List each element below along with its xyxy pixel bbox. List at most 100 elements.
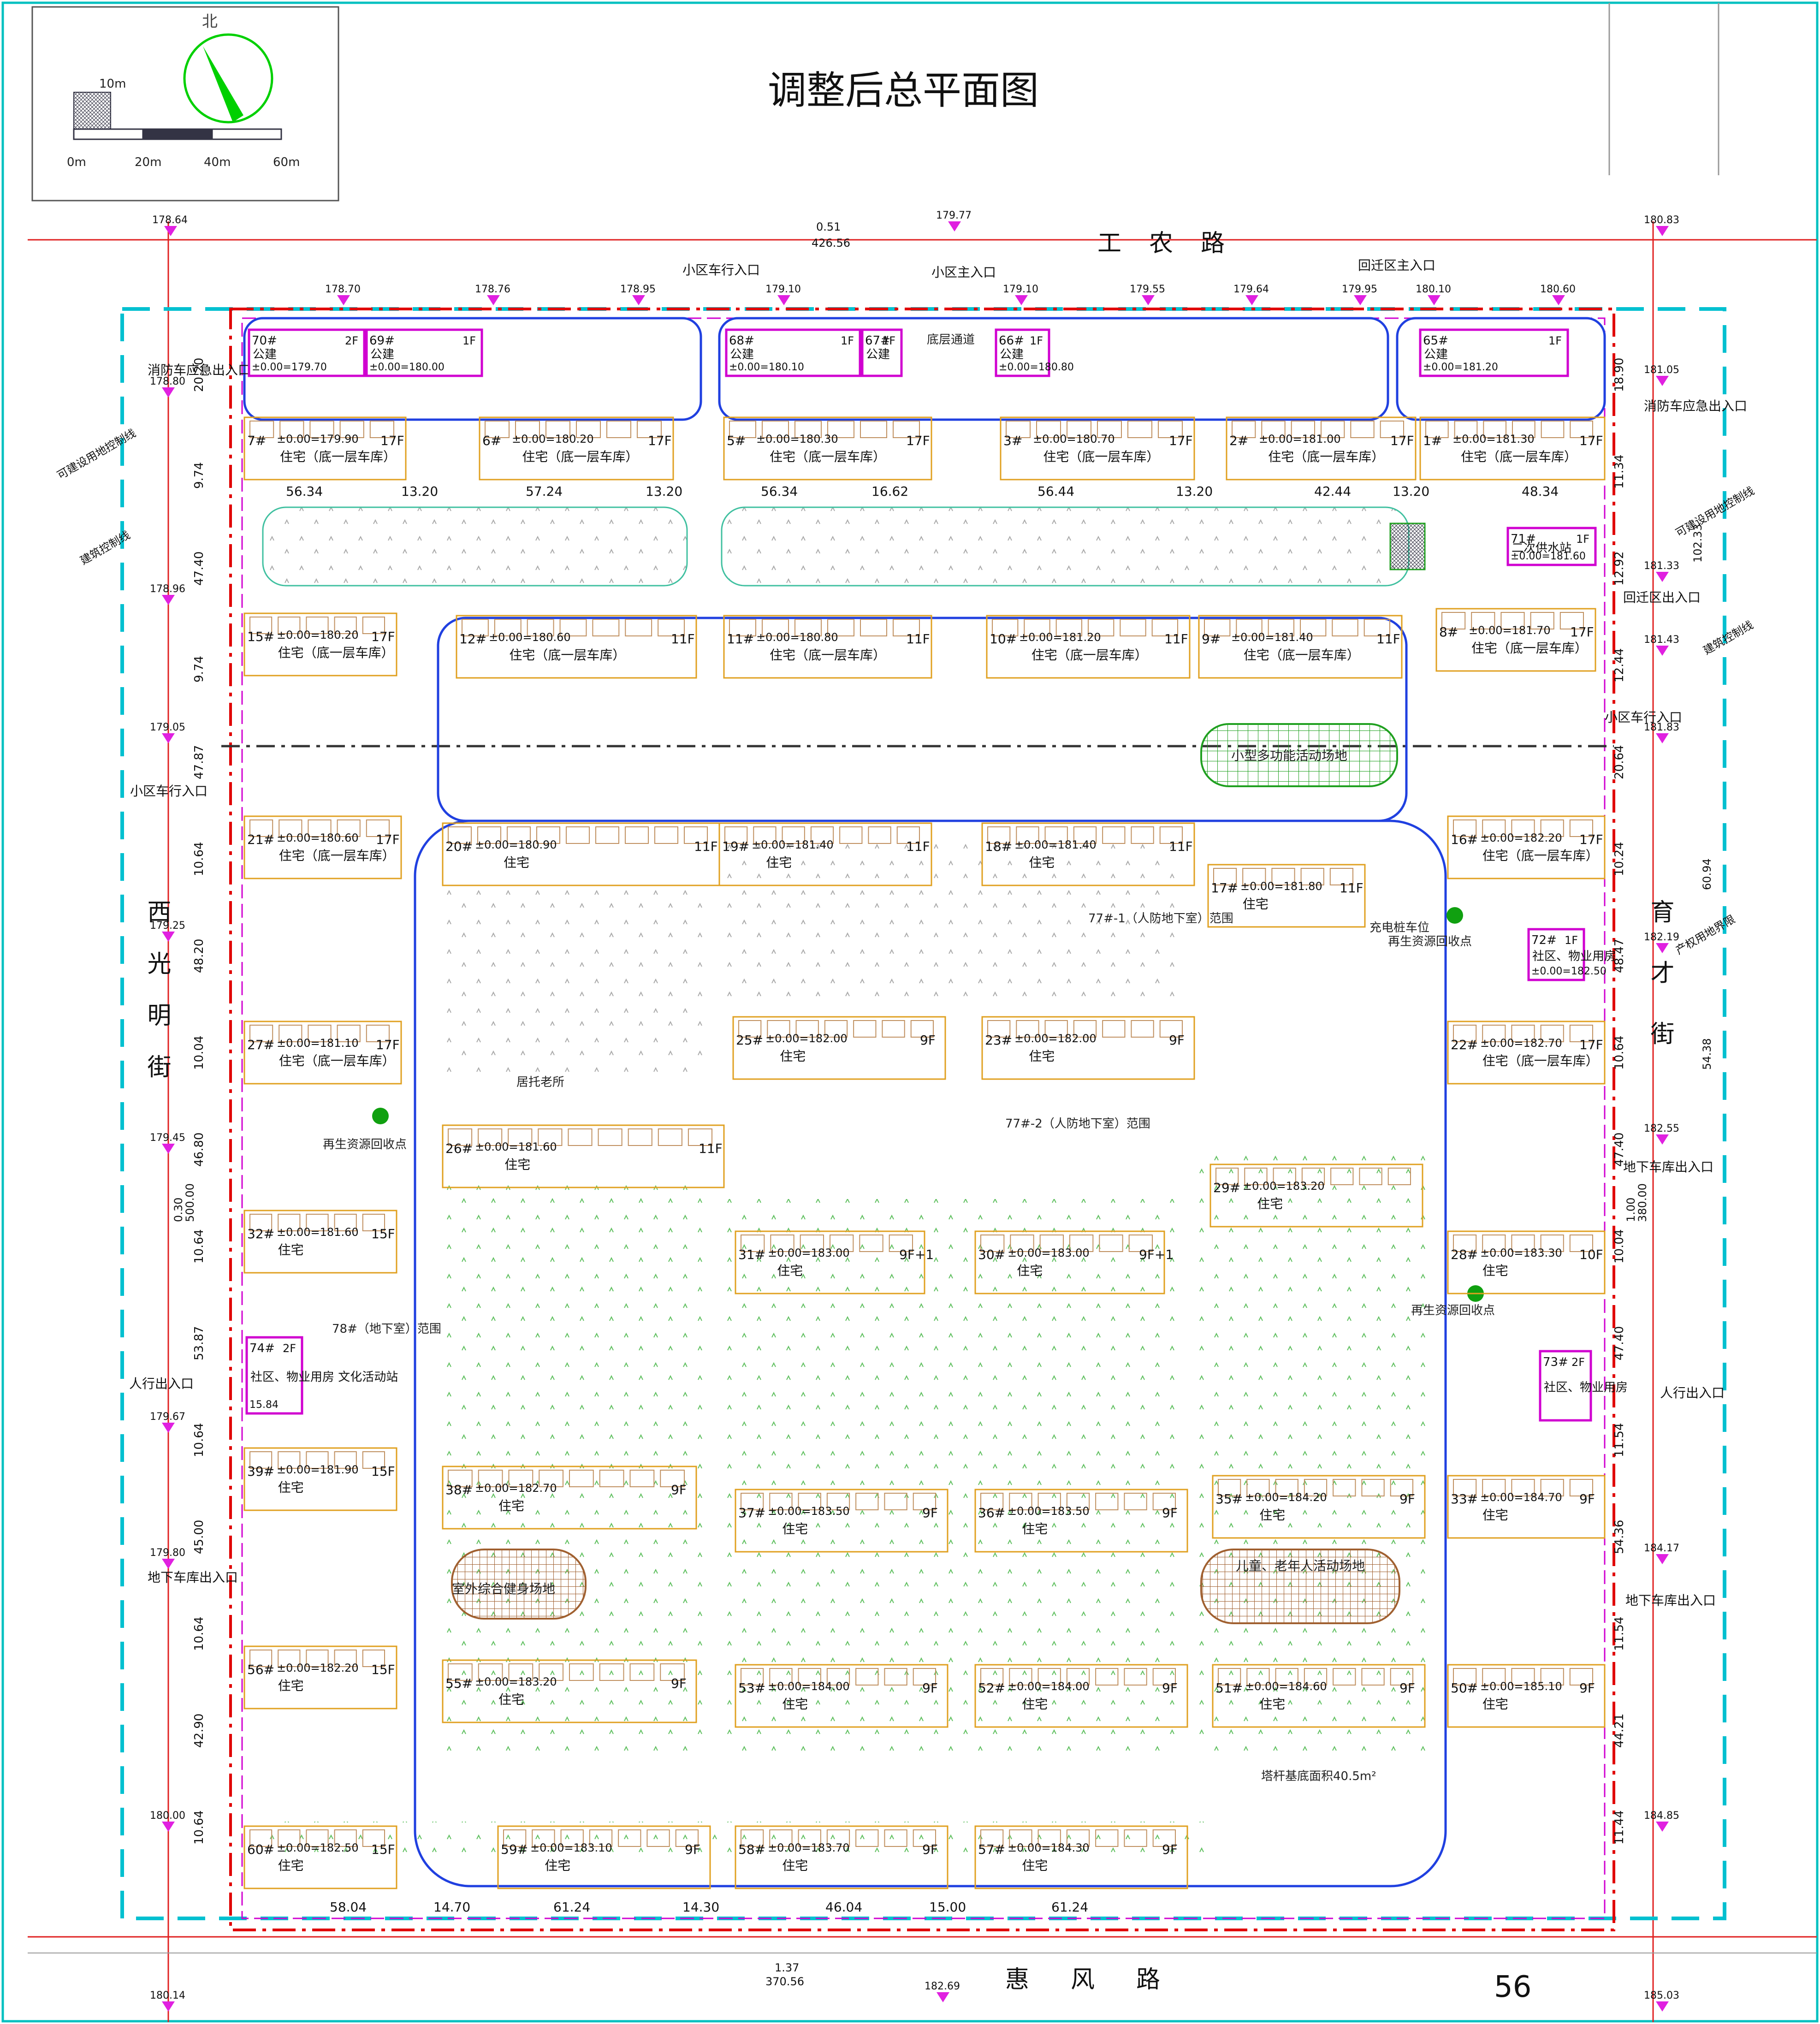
building-floors: 9F+1 — [1139, 1247, 1174, 1262]
building-level: ±0.00=184.30 — [1008, 1841, 1090, 1854]
building-number: 2# — [1229, 433, 1248, 448]
building-level: ±0.00=183.30 — [1480, 1246, 1562, 1259]
compass-circle — [183, 33, 273, 124]
building-number: 12# — [459, 631, 486, 647]
svg-text:179.95: 179.95 — [1342, 284, 1377, 295]
building-level: ±0.00=181.40 — [1231, 631, 1313, 644]
building-floors: 15F — [371, 1842, 395, 1857]
building-floors: 9F — [1162, 1842, 1178, 1857]
public-building-number: 65# — [1423, 334, 1448, 348]
building-level: ±0.00=184.00 — [768, 1680, 850, 1693]
building-number: 23# — [985, 1033, 1012, 1048]
building-use: 住宅 — [1482, 1697, 1508, 1712]
building-number: 8# — [1439, 624, 1458, 640]
dimension-label: 11.54 — [1613, 1423, 1626, 1457]
building-number: 15# — [247, 629, 274, 644]
building-level: ±0.00=183.10 — [530, 1841, 612, 1854]
building-number: 7# — [247, 433, 266, 448]
building-use: 住宅 — [504, 1157, 530, 1172]
building-floors: 9F — [671, 1676, 687, 1691]
building-floors: 9F — [1162, 1680, 1178, 1696]
dimension-label: 10.24 — [1613, 842, 1626, 876]
building-use: 住宅（底一层车库） — [1482, 1053, 1599, 1068]
dimension-label: 56.44 — [1037, 484, 1074, 499]
svg-text:179.05: 179.05 — [150, 722, 185, 733]
public-building-level: ±0.00=179.70 — [252, 362, 327, 373]
building-level: ±0.00=180.60 — [277, 831, 359, 844]
svg-text:180.14: 180.14 — [150, 1990, 185, 2001]
road-name-east: 育才街 — [1646, 899, 1674, 1082]
dimension-label: 61.24 — [553, 1899, 590, 1915]
svg-text:再生资源回收点: 再生资源回收点 — [323, 1138, 407, 1151]
dimension-label: 58.04 — [330, 1899, 367, 1915]
building-floors: 17F — [1579, 832, 1603, 847]
building-level: ±0.00=182.00 — [1014, 1032, 1097, 1045]
dimension-label: 10.64 — [192, 842, 206, 876]
svg-text:179.55: 179.55 — [1130, 284, 1165, 295]
public-building-level: ±0.00=180.00 — [369, 362, 445, 373]
building-number: 37# — [738, 1505, 765, 1520]
building-number: 58# — [738, 1842, 765, 1857]
building-number: 18# — [985, 839, 1012, 854]
dimension-label: 0.30 — [172, 1198, 185, 1222]
svg-text:地下车库出入口: 地下车库出入口 — [1623, 1159, 1713, 1175]
public-building-use: 公建 — [1000, 348, 1024, 362]
building-use: 住宅 — [1259, 1697, 1285, 1712]
dimension-label: 54.36 — [1613, 1520, 1626, 1554]
building-use: 住宅 — [1022, 1858, 1048, 1873]
svg-text:人行出入口: 人行出入口 — [1660, 1385, 1725, 1401]
spot-elevation: 179.95 — [1342, 284, 1377, 305]
building-floors: 11F — [699, 1141, 723, 1156]
building-use: 住宅 — [278, 1858, 304, 1873]
building-floors: 17F — [371, 629, 395, 644]
svg-text:178.96: 178.96 — [150, 583, 185, 595]
svg-text:181.05: 181.05 — [1644, 364, 1679, 376]
building-level: ±0.00=179.90 — [277, 433, 359, 445]
svg-text:78#（地下室）范围: 78#（地下室）范围 — [332, 1322, 441, 1336]
dimension-label: 47.40 — [1613, 1326, 1626, 1360]
dimension-label: 56.34 — [286, 484, 323, 499]
building-use: 住宅 — [498, 1692, 524, 1707]
dimension-label: 48.34 — [1522, 484, 1559, 499]
svg-text:179.80: 179.80 — [150, 1547, 185, 1559]
building-number: 33# — [1451, 1491, 1478, 1507]
building-number: 56# — [247, 1662, 274, 1677]
building-floors: 9F — [920, 1033, 936, 1048]
building-level: ±0.00=183.00 — [1008, 1246, 1090, 1259]
spot-elevation: 180.00 — [150, 1810, 185, 1832]
building-use: 住宅（底一层车库） — [279, 848, 395, 863]
building-level: ±0.00=182.00 — [765, 1032, 848, 1045]
dimension-label: 9.74 — [192, 462, 206, 489]
building-floors: 9F — [1399, 1491, 1415, 1507]
dimension-label: 20.20 — [192, 358, 206, 392]
public-building-number: 73# — [1543, 1355, 1568, 1369]
dimension-label: 10.04 — [192, 1036, 206, 1070]
building-use: 住宅 — [777, 1263, 803, 1278]
building-level: ±0.00=182.70 — [1480, 1037, 1562, 1050]
building-floors: 9F — [685, 1842, 700, 1857]
svg-text:可建设用地控制线: 可建设用地控制线 — [55, 427, 138, 482]
building-use: 住宅 — [782, 1521, 808, 1537]
dimension-label: 45.00 — [192, 1520, 206, 1554]
dimension-label: 42.44 — [1314, 484, 1351, 499]
dimension-label: 10.04 — [1613, 1229, 1626, 1264]
svg-text:小区车行入口: 小区车行入口 — [682, 262, 760, 278]
dimension-label: 44.21 — [1613, 1714, 1626, 1748]
